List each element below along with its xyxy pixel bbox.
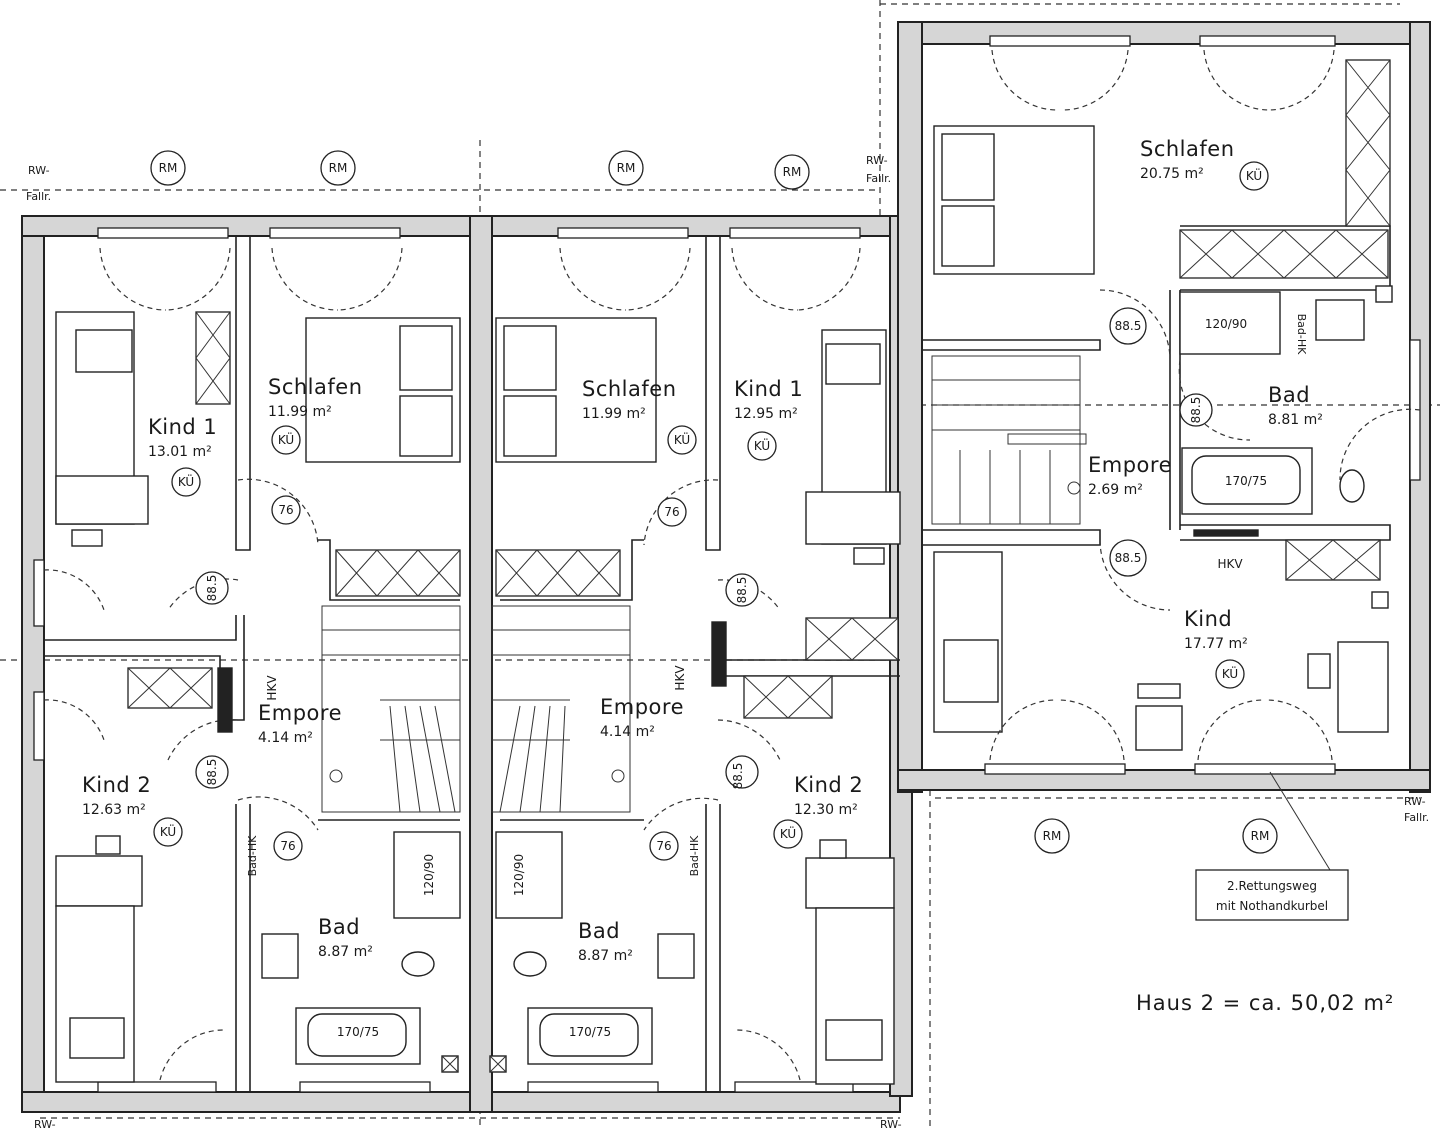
rm-marker: RM <box>1034 818 1070 854</box>
rw-label: RW- <box>866 154 888 167</box>
door-width-tag: 76 <box>278 503 293 517</box>
shower-size: 120/90 <box>512 854 526 896</box>
room-name-empore-b: Empore <box>600 695 684 719</box>
room-area-empore-c: 2.69 m² <box>1088 482 1143 498</box>
note-line-2: mit Nothandkurbel <box>1216 899 1328 913</box>
room-area-bad-c: 8.81 m² <box>1268 412 1323 428</box>
stairs <box>321 355 1087 813</box>
door-width-tag: 88.5 <box>205 575 219 602</box>
room-area-schlafen-c: 20.75 m² <box>1140 166 1204 182</box>
hkv-label: HKV <box>265 675 279 701</box>
room-area-schlafen-a: 11.99 m² <box>268 404 332 420</box>
shower-size: 120/90 <box>1205 317 1247 331</box>
rw-labels: RW- Fallr. RW- Fallr. RW- Fallr. RW- RW- <box>26 154 1429 1129</box>
rw-label: RW- <box>1404 795 1426 808</box>
door-width-tag: 88.5 <box>1189 397 1203 424</box>
svg-text:RM: RM <box>1043 829 1062 843</box>
rw-label: Fallr. <box>1404 811 1429 824</box>
ku-tag: KÜ <box>780 825 796 841</box>
door-width-tag: 88.5 <box>735 577 749 604</box>
rw-label: RW- <box>28 164 50 177</box>
rm-marker: RM <box>1242 818 1278 854</box>
room-area-kind1-b: 12.95 m² <box>734 406 798 422</box>
door-swings <box>43 49 1421 1081</box>
room-name-schlafen-c: Schlafen <box>1140 137 1235 161</box>
badhk-label: Bad-HK <box>688 835 701 877</box>
total-area-label: Haus 2 = ca. 50,02 m² <box>1136 991 1394 1015</box>
room-name-empore-a: Empore <box>258 701 342 725</box>
house-b-labels: Schlafen 11.99 m² KÜ Kind 1 12.95 m² KÜ … <box>512 377 863 1039</box>
rm-markers: RM RM RM RM RM RM <box>150 150 1278 854</box>
svg-text:RM: RM <box>617 161 636 175</box>
rm-marker: RM <box>608 150 644 186</box>
ku-tag: KÜ <box>160 823 176 839</box>
rw-label: RW- <box>880 1118 902 1129</box>
room-name-schlafen-b: Schlafen <box>582 377 677 401</box>
badhk-label: Bad-HK <box>1295 314 1308 356</box>
room-name-kind2-a: Kind 2 <box>82 773 151 797</box>
door-width-tag: 88.5 <box>731 763 745 790</box>
room-area-kind-c: 17.77 m² <box>1184 636 1248 652</box>
shower-size: 120/90 <box>422 854 436 896</box>
room-name-kind-c: Kind <box>1184 607 1232 631</box>
room-area-kind2-a: 12.63 m² <box>82 802 146 818</box>
ducts <box>217 285 1393 1073</box>
room-name-kind1-b: Kind 1 <box>734 377 803 401</box>
room-name-bad-a: Bad <box>318 915 360 939</box>
tub-size: 170/75 <box>569 1025 611 1039</box>
tub-size: 170/75 <box>1225 474 1267 488</box>
svg-text:RM: RM <box>1251 829 1270 843</box>
room-name-kind2-b: Kind 2 <box>794 773 863 797</box>
escape-route-note: 2.Rettungsweg mit Nothandkurbel <box>1195 771 1349 921</box>
ku-tag: KÜ <box>278 431 294 447</box>
room-area-schlafen-b: 11.99 m² <box>582 406 646 422</box>
room-area-empore-a: 4.14 m² <box>258 730 313 746</box>
windows <box>33 35 1421 1093</box>
room-name-schlafen-a: Schlafen <box>268 375 363 399</box>
rw-label: Fallr. <box>866 172 891 185</box>
door-width-tag: 88.5 <box>1115 551 1142 565</box>
tub-size: 170/75 <box>337 1025 379 1039</box>
room-area-bad-a: 8.87 m² <box>318 944 373 960</box>
door-width-tag: 88.5 <box>1115 319 1142 333</box>
house-a-labels: Kind 1 13.01 m² KÜ Schlafen 11.99 m² KÜ … <box>82 375 436 1039</box>
door-width-tag: 76 <box>656 839 671 853</box>
svg-text:RM: RM <box>783 165 802 179</box>
room-name-kind1-a: Kind 1 <box>148 415 217 439</box>
hkv-label: HKV <box>673 665 687 691</box>
wardrobes <box>127 59 1391 719</box>
ku-tag: KÜ <box>674 431 690 447</box>
rm-marker: RM <box>150 150 186 186</box>
room-area-bad-b: 8.87 m² <box>578 948 633 964</box>
room-name-bad-b: Bad <box>578 919 620 943</box>
house-c-labels: Schlafen 20.75 m² KÜ Bad 8.81 m² Empore … <box>1088 137 1323 689</box>
door-width-tag: 76 <box>664 505 679 519</box>
hkv-label: HKV <box>1217 557 1243 571</box>
rw-label: RW- <box>34 1118 56 1129</box>
room-area-kind2-b: 12.30 m² <box>794 802 858 818</box>
door-width-tag: 88.5 <box>205 759 219 786</box>
room-name-bad-c: Bad <box>1268 383 1310 407</box>
room-name-empore-c: Empore <box>1088 453 1172 477</box>
note-line-1: 2.Rettungsweg <box>1227 879 1317 893</box>
ku-tag: KÜ <box>178 473 194 489</box>
rm-marker: RM <box>774 154 810 190</box>
room-area-kind1-a: 13.01 m² <box>148 444 212 460</box>
ku-tag: KÜ <box>754 437 770 453</box>
ku-tag: KÜ <box>1222 665 1238 681</box>
exterior-walls <box>21 21 1431 1113</box>
ku-tag: KÜ <box>1246 167 1262 183</box>
bathroom-fixtures <box>261 291 1365 1065</box>
rw-label: Fallr. <box>26 190 51 203</box>
svg-text:RM: RM <box>329 161 348 175</box>
furniture <box>55 125 1389 1085</box>
room-area-empore-b: 4.14 m² <box>600 724 655 740</box>
door-width-tag: 76 <box>280 839 295 853</box>
badhk-label: Bad-HK <box>246 835 259 877</box>
rm-marker: RM <box>320 150 356 186</box>
svg-text:RM: RM <box>159 161 178 175</box>
